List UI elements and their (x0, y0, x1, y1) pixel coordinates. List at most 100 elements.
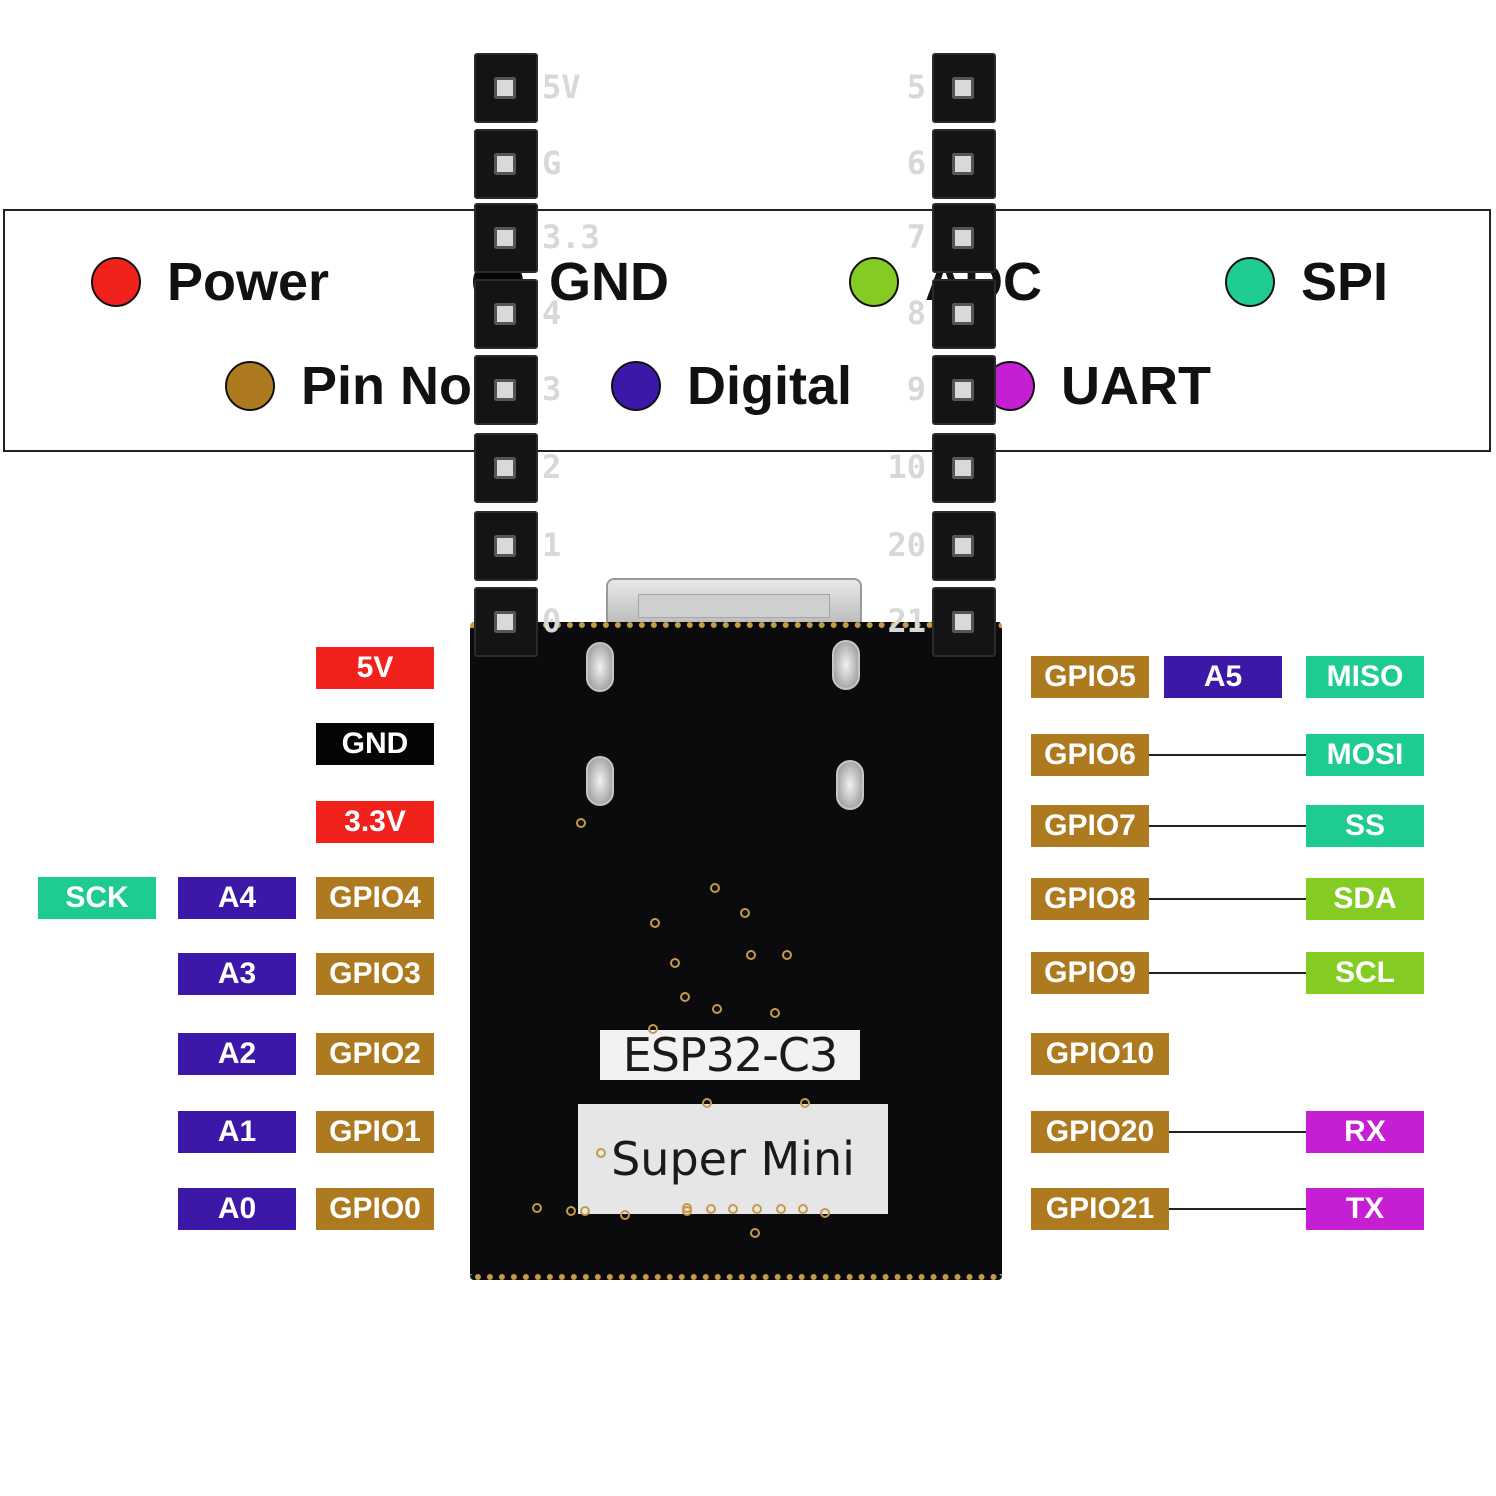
via-icon (702, 1098, 712, 1108)
right-header-pin (932, 355, 996, 425)
board-model-label: Super Mini (578, 1104, 888, 1214)
via-icon (746, 950, 756, 960)
via-icon (680, 992, 690, 1002)
left-header-pin (474, 279, 538, 349)
right-header-pin (932, 511, 996, 581)
pin-no-dot-icon (225, 361, 275, 411)
right-silkscreen-label: 20 (887, 526, 926, 564)
right-silkscreen-label: 6 (906, 144, 926, 182)
right-pin-label-gpio7: GPIO7 (1031, 805, 1149, 847)
usb-c-connector-icon (606, 578, 862, 626)
solder-pad-icon (952, 611, 974, 633)
left-pin-label-gpio3: GPIO3 (316, 953, 434, 995)
right-silkscreen-label: 10 (887, 448, 926, 486)
via-icon (566, 1206, 576, 1216)
left-pin-label-33v: 3.3V (316, 801, 434, 843)
spi-dot-icon (1225, 257, 1275, 307)
right-pin-label-gpio9: GPIO9 (1031, 952, 1149, 994)
left-header-pin (474, 587, 538, 657)
right-silkscreen-label: 21 (887, 602, 926, 640)
via-icon (710, 883, 720, 893)
solder-pad-icon (494, 77, 516, 99)
right-silkscreen-label: 9 (906, 370, 926, 408)
legend-label: GND (549, 252, 669, 312)
left-analog-label-a2: A2 (178, 1033, 296, 1075)
via-icon (770, 1008, 780, 1018)
left-silkscreen-label: 1 (542, 526, 562, 564)
right-pin-label-gpio10: GPIO10 (1031, 1033, 1169, 1075)
right-header-pin (932, 279, 996, 349)
legend-item-spi: SPI (1225, 255, 1388, 309)
solder-pad-icon (952, 379, 974, 401)
connector-line (1149, 972, 1306, 974)
via-icon (620, 1210, 630, 1220)
right-function-label-rx: RX (1306, 1111, 1424, 1153)
legend-label: Power (167, 252, 330, 312)
right-pin-label-gpio21: GPIO21 (1031, 1188, 1169, 1230)
right-pin-label-gpio8: GPIO8 (1031, 878, 1149, 920)
via-icon (782, 950, 792, 960)
led-icon (832, 640, 860, 690)
right-analog-label-a5: A5 (1164, 656, 1282, 698)
solder-pad-icon (952, 227, 974, 249)
solder-pad-icon (494, 535, 516, 557)
left-pin-label-gpio1: GPIO1 (316, 1111, 434, 1153)
power-dot-icon (91, 257, 141, 307)
right-pin-label-gpio20: GPIO20 (1031, 1111, 1169, 1153)
legend-label: SPI (1301, 252, 1389, 312)
led-icon (586, 756, 614, 806)
chip-label: ESP32-C3 (600, 1030, 860, 1080)
right-silkscreen-label: 8 (906, 294, 926, 332)
left-silkscreen-label: 3.3 (542, 218, 600, 256)
via-icon (752, 1204, 762, 1214)
solder-pad-icon (952, 303, 974, 325)
left-silkscreen-label: 3 (542, 370, 562, 408)
via-icon (580, 1206, 590, 1216)
legend-label: Pin No (301, 356, 472, 416)
via-icon (800, 1098, 810, 1108)
left-silkscreen-label: 2 (542, 448, 562, 486)
via-icon (798, 1204, 808, 1214)
solder-pad-icon (952, 535, 974, 557)
digital-dot-icon (611, 361, 661, 411)
solder-pad-icon (952, 77, 974, 99)
right-pin-label-gpio5: GPIO5 (1031, 656, 1149, 698)
left-analog-label-a1: A1 (178, 1111, 296, 1153)
right-function-label-sda: SDA (1306, 878, 1424, 920)
solder-pad-icon (952, 457, 974, 479)
left-silkscreen-label: 4 (542, 294, 562, 332)
solder-pad-icon (494, 379, 516, 401)
legend: Power GND ADC SPI Pin No Digital UART (3, 209, 1491, 452)
left-function-label-sck: SCK (38, 877, 156, 919)
left-pin-label-gpio4: GPIO4 (316, 877, 434, 919)
left-header-pin (474, 355, 538, 425)
connector-line (1149, 825, 1306, 827)
solder-pad-icon (952, 153, 974, 175)
via-icon (532, 1203, 542, 1213)
right-function-label-mosi: MOSI (1306, 734, 1424, 776)
right-function-label-tx: TX (1306, 1188, 1424, 1230)
via-icon (750, 1228, 760, 1238)
left-header-pin (474, 511, 538, 581)
right-function-label-scl: SCL (1306, 952, 1424, 994)
via-icon (706, 1204, 716, 1214)
left-header-pin (474, 433, 538, 503)
legend-label: Digital (687, 356, 853, 416)
via-icon (776, 1204, 786, 1214)
connector-line (1149, 898, 1306, 900)
left-pin-label-5v: 5V (316, 647, 434, 689)
right-header-pin (932, 433, 996, 503)
left-analog-label-a0: A0 (178, 1188, 296, 1230)
left-header-pin (474, 129, 538, 199)
right-header-pin (932, 203, 996, 273)
legend-item-digital: Digital (611, 359, 852, 413)
legend-item-uart: UART (985, 359, 1211, 413)
led-icon (836, 760, 864, 810)
solder-pad-icon (494, 153, 516, 175)
right-function-label-miso: MISO (1306, 656, 1424, 698)
right-header-pin (932, 587, 996, 657)
via-icon (650, 918, 660, 928)
via-icon (740, 908, 750, 918)
